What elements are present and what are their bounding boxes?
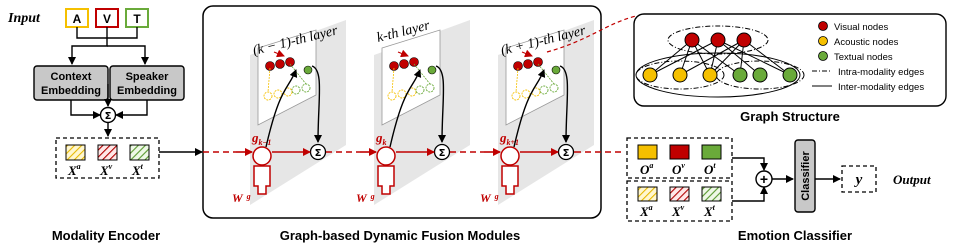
- output-ot: Ot: [704, 161, 716, 177]
- svg-text:Σ: Σ: [439, 148, 446, 159]
- input-a: A: [73, 12, 82, 26]
- graph-structure-title: Graph Structure: [740, 109, 840, 124]
- emotion-classifier: Oa Ov Ot Xa Xv Xt + Classifier y Output …: [626, 137, 931, 243]
- classifier-label: Classifier: [800, 151, 812, 201]
- layer-graph-card: [381, 29, 441, 126]
- feature-xv: Xv: [99, 162, 113, 178]
- zoom-link: [546, 15, 637, 53]
- gate-body-icon: [253, 165, 271, 195]
- classifier-features-box: [626, 180, 733, 222]
- classifier-box: [794, 139, 816, 213]
- feature-a-square: [65, 144, 86, 161]
- ot-square: [701, 144, 722, 160]
- output-features-box: [626, 137, 733, 179]
- context-embedding-line2: Embedding: [41, 85, 101, 97]
- feature-v-square: [97, 144, 118, 161]
- gate-label-1: gk: [375, 130, 387, 147]
- gate-label-2: gk+1: [499, 130, 519, 147]
- classifier-caption: Emotion Classifier: [738, 228, 852, 243]
- gate-label-0: gk−1: [251, 130, 271, 147]
- gate-head-icon: [252, 146, 272, 166]
- legend-visual: Visual nodes: [834, 22, 888, 33]
- plus-symbol: +: [760, 171, 768, 187]
- speaker-embedding-line1: Speaker: [126, 71, 170, 83]
- gate-body-icon: [377, 165, 395, 195]
- input-v: V: [103, 12, 111, 26]
- input-label: Input: [7, 11, 41, 26]
- gate-head-icon: [376, 146, 396, 166]
- graph-legend: Visual nodes Acoustic nodes Textual node…: [812, 21, 924, 93]
- layer-graph-card: [257, 29, 317, 126]
- encoder-sum-symbol: Σ: [105, 111, 112, 122]
- modality-encoder-caption: Modality Encoder: [52, 228, 160, 243]
- speaker-embedding-line2: Embedding: [117, 85, 177, 97]
- y-box: [841, 165, 877, 193]
- feature-xa: Xa: [67, 162, 81, 178]
- graph-structure: Visual nodes Acoustic nodes Textual node…: [633, 13, 947, 124]
- legend-acoustic: Acoustic nodes: [834, 37, 899, 48]
- classifier-xv: Xv: [671, 203, 685, 219]
- feature-xt: Xt: [131, 162, 144, 178]
- oa-square: [637, 144, 658, 160]
- output-ov: Ov: [672, 161, 685, 177]
- encoder-sum-node: [99, 106, 117, 124]
- input-t: T: [133, 12, 141, 26]
- feature-t-square: [129, 144, 150, 161]
- output-oa: Oa: [640, 161, 653, 177]
- context-embedding-line1: Context: [51, 71, 92, 83]
- ov-square: [669, 144, 690, 160]
- gate-head-icon: [500, 146, 520, 166]
- legend-inter: Inter-modality edges: [838, 82, 924, 93]
- legend-textual: Textual nodes: [834, 52, 893, 63]
- modality-encoder: Input A V T Context Embedding Speaker Em…: [7, 8, 185, 243]
- output-label: Output: [893, 172, 931, 187]
- legend-intra: Intra-modality edges: [838, 67, 924, 78]
- layer-graph-card: [505, 29, 565, 126]
- svg-text:Σ: Σ: [563, 148, 570, 159]
- classifier-xt: Xt: [703, 203, 716, 219]
- svg-text:Σ: Σ: [315, 148, 322, 159]
- gate-body-icon: [501, 165, 519, 195]
- fusion-caption: Graph-based Dynamic Fusion Modules: [280, 228, 521, 243]
- classifier-xa: Xa: [639, 203, 653, 219]
- encoder-features-box: [55, 137, 160, 179]
- y-label: y: [854, 172, 863, 188]
- input-modalities: A V T: [65, 8, 149, 28]
